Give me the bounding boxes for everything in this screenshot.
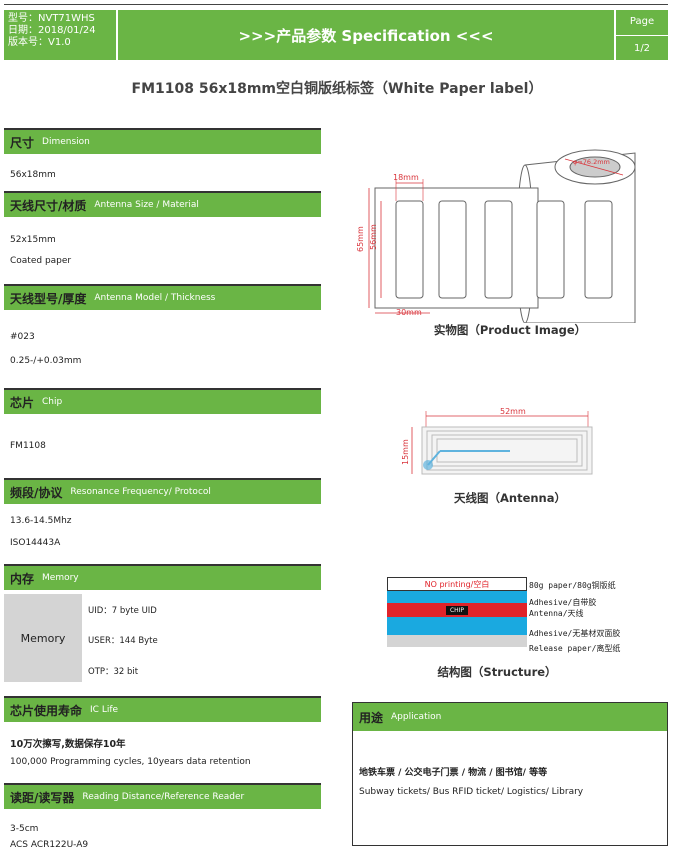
antenna-drawing <box>411 411 593 475</box>
antenna-material-value: Coated paper <box>10 256 72 266</box>
page-label: Page <box>629 16 655 27</box>
chip-value: FM1108 <box>10 441 46 451</box>
label-gap-dim: 30mm <box>396 308 422 317</box>
label-height-inner: 56mm <box>369 224 378 250</box>
layer-release <box>387 635 527 647</box>
structure-diagram: NO printing/空白 CHIP <box>387 577 527 647</box>
chip-block: CHIP <box>445 605 469 615</box>
product-title: FM1108 56x18mm空白铜版纸标签（White Paper label） <box>131 81 543 97</box>
section-dimension: 尺寸 Dimension <box>4 128 321 154</box>
memory-table: Memory UID：7 byte UID USER：144 Byte OTP：… <box>4 594 321 682</box>
label-height-outer: 65mm <box>356 226 365 252</box>
protocol-value: ISO14443A <box>10 538 61 548</box>
antenna-width-dim: 52mm <box>500 407 526 416</box>
section-title-zh: 天线型号/厚度 <box>10 291 87 306</box>
ic-life-zh: 10万次擦写,数据保存10年 <box>10 739 126 750</box>
page-divider <box>616 35 668 36</box>
structure-label-antenna: Antenna/天线 <box>529 609 584 618</box>
ic-life-en: 100,000 Programming cycles, 10years data… <box>10 757 251 767</box>
layer-adhesive <box>387 591 527 603</box>
section-title-en: Antenna Size / Material <box>94 200 199 210</box>
section-title-en: Resonance Frequency/ Protocol <box>70 487 211 497</box>
section-title-en: Chip <box>42 397 63 407</box>
structure-caption: 结构图（Structure） <box>437 665 557 679</box>
label-width-dim: 18mm <box>393 173 419 182</box>
product-image-caption: 实物图（Product Image） <box>433 323 587 337</box>
structure-label-release: Release paper/离型纸 <box>529 644 621 653</box>
section-title-zh: 尺寸 <box>10 135 35 150</box>
memory-uid: UID：7 byte UID <box>88 606 157 616</box>
section-reading: 读距/读写器 Reading Distance/Reference Reader <box>4 783 321 809</box>
application-uses-zh: 地铁车票 / 公交电子门票 / 物流 / 图书馆/ 等等 <box>359 768 548 778</box>
model-number: 型号：NVT71WHS <box>8 13 95 24</box>
section-title-zh: 芯片使用寿命 <box>10 703 83 718</box>
roll-diameter-dim: φ=76.2mm <box>573 158 610 166</box>
product-image-drawing <box>368 149 636 323</box>
section-ic-life: 芯片使用寿命 IC Life <box>4 696 321 722</box>
antenna-model-value: #023 <box>10 332 35 342</box>
section-title-en: Antenna Model / Thickness <box>94 293 216 303</box>
section-title-en: IC Life <box>90 705 119 715</box>
section-title-zh: 频段/协议 <box>10 485 63 500</box>
section-antenna-size: 天线尺寸/材质 Antenna Size / Material <box>4 191 321 217</box>
reading-distance: 3-5cm <box>10 824 39 834</box>
section-title-en: Reading Distance/Reference Reader <box>82 792 245 802</box>
section-title-zh: 内存 <box>10 571 35 586</box>
layer-antenna: CHIP <box>387 603 527 617</box>
section-frequency: 频段/协议 Resonance Frequency/ Protocol <box>4 478 321 504</box>
structure-label-paper: 80g paper/80g铜版纸 <box>529 581 616 590</box>
memory-user: USER：144 Byte <box>88 636 158 646</box>
antenna-caption: 天线图（Antenna） <box>453 491 567 505</box>
antenna-height-dim: 15mm <box>401 439 410 465</box>
application-uses-en: Subway tickets/ Bus RFID ticket/ Logisti… <box>359 787 584 797</box>
structure-label-adhesive: Adhesive/自带胶 <box>529 598 597 607</box>
section-title-zh: 芯片 <box>10 395 35 410</box>
application-header: 用途 Application <box>353 703 667 731</box>
top-rule <box>4 4 668 5</box>
antenna-size-value: 52x15mm <box>10 235 56 245</box>
memory-otp: OTP：32 bit <box>88 667 139 677</box>
dimension-value: 56x18mm <box>10 170 56 180</box>
section-chip: 芯片 Chip <box>4 388 321 414</box>
antenna-thickness-value: 0.25-/+0.03mm <box>10 356 82 366</box>
section-memory: 内存 Memory <box>4 564 321 590</box>
section-title-zh: 读距/读写器 <box>10 790 75 805</box>
header-info: 型号：NVT71WHS 日期：2018/01/24 版本号：V1.0 <box>4 10 116 60</box>
reference-reader: ACS ACR122U-A9 <box>10 840 89 850</box>
application-title-zh: 用途 <box>359 710 384 725</box>
section-antenna-model: 天线型号/厚度 Antenna Model / Thickness <box>4 284 321 310</box>
frequency-value: 13.6-14.5Mhz <box>10 516 72 526</box>
page-number: 1/2 <box>633 43 651 54</box>
section-title-zh: 天线尺寸/材质 <box>10 198 87 213</box>
application-box: 用途 Application 地铁车票 / 公交电子门票 / 物流 / 图书馆/… <box>352 702 668 846</box>
structure-label-double-adhesive: Adhesive/无基材双面胶 <box>529 629 621 638</box>
application-title-en: Application <box>391 712 442 722</box>
memory-label: Memory <box>4 594 82 682</box>
section-title-en: Dimension <box>42 137 90 147</box>
layer-double-adhesive <box>387 617 527 635</box>
layer-paper: NO printing/空白 <box>387 577 527 591</box>
header-title: >>>产品参数 Specification <<< <box>118 10 614 60</box>
header-page: Page 1/2 <box>616 10 668 60</box>
spec-version: 版本号：V1.0 <box>8 37 71 48</box>
spec-date: 日期：2018/01/24 <box>8 25 96 36</box>
section-title-en: Memory <box>42 573 79 583</box>
